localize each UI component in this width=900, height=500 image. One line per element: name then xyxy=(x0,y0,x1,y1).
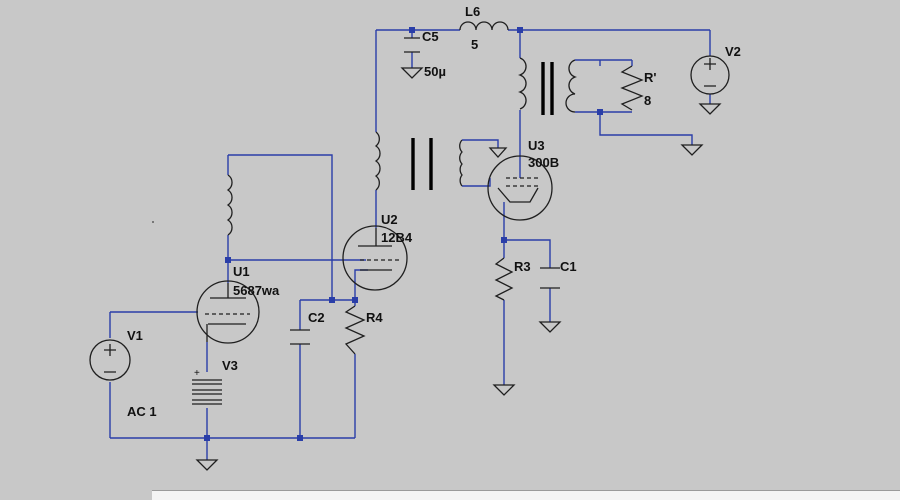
capacitor-c1[interactable] xyxy=(538,267,562,333)
label-l6: L6 xyxy=(465,4,480,19)
capacitor-c5[interactable] xyxy=(400,37,424,79)
label-ac: AC 1 xyxy=(127,404,157,419)
label-u3: U3 xyxy=(528,138,545,153)
stray-mark xyxy=(152,221,154,223)
component-labels: C5 50µ L6 5 V2 R' 8 U3 300B U2 12B4 U1 5… xyxy=(127,4,741,419)
label-c5: C5 xyxy=(422,29,439,44)
tube-u2[interactable] xyxy=(342,225,408,291)
label-r-load: R' xyxy=(644,70,656,85)
label-c1: C1 xyxy=(560,259,577,274)
capacitor-c2[interactable] xyxy=(290,329,310,345)
label-u1-value: 5687wa xyxy=(233,283,280,298)
label-v3-plus: + xyxy=(194,368,200,379)
label-u1: U1 xyxy=(233,264,250,279)
inductor-u1-plate[interactable] xyxy=(226,174,233,236)
label-v1: V1 xyxy=(127,328,143,343)
label-c5-value: 50µ xyxy=(424,64,446,79)
label-r-load-value: 8 xyxy=(644,93,651,108)
voltage-source-v1[interactable] xyxy=(89,339,131,381)
ground-main xyxy=(195,459,219,471)
label-u2-value: 12B4 xyxy=(381,230,413,245)
label-v2: V2 xyxy=(725,44,741,59)
resistor-r-load[interactable] xyxy=(620,65,644,111)
tube-u1[interactable] xyxy=(196,280,260,344)
label-c2: C2 xyxy=(308,310,325,325)
label-l6-value: 5 xyxy=(471,37,478,52)
junction-dots xyxy=(204,27,603,441)
resistor-r4[interactable] xyxy=(344,305,366,355)
battery-v3[interactable] xyxy=(192,379,222,405)
wires xyxy=(109,29,711,460)
label-r4: R4 xyxy=(366,310,383,325)
label-v3: V3 xyxy=(222,358,238,373)
interstage-transformer[interactable] xyxy=(374,131,508,191)
voltage-source-v2[interactable] xyxy=(690,55,730,115)
inductor-l6[interactable] xyxy=(459,21,509,31)
window-bottom-strip xyxy=(152,490,900,500)
label-u3-value: 300B xyxy=(528,155,559,170)
tube-u3[interactable] xyxy=(487,155,553,221)
output-transformer[interactable] xyxy=(518,57,577,115)
label-r3: R3 xyxy=(514,259,531,274)
label-u2: U2 xyxy=(381,212,398,227)
ground-secondary xyxy=(680,144,704,156)
resistor-r3[interactable] xyxy=(492,257,516,396)
